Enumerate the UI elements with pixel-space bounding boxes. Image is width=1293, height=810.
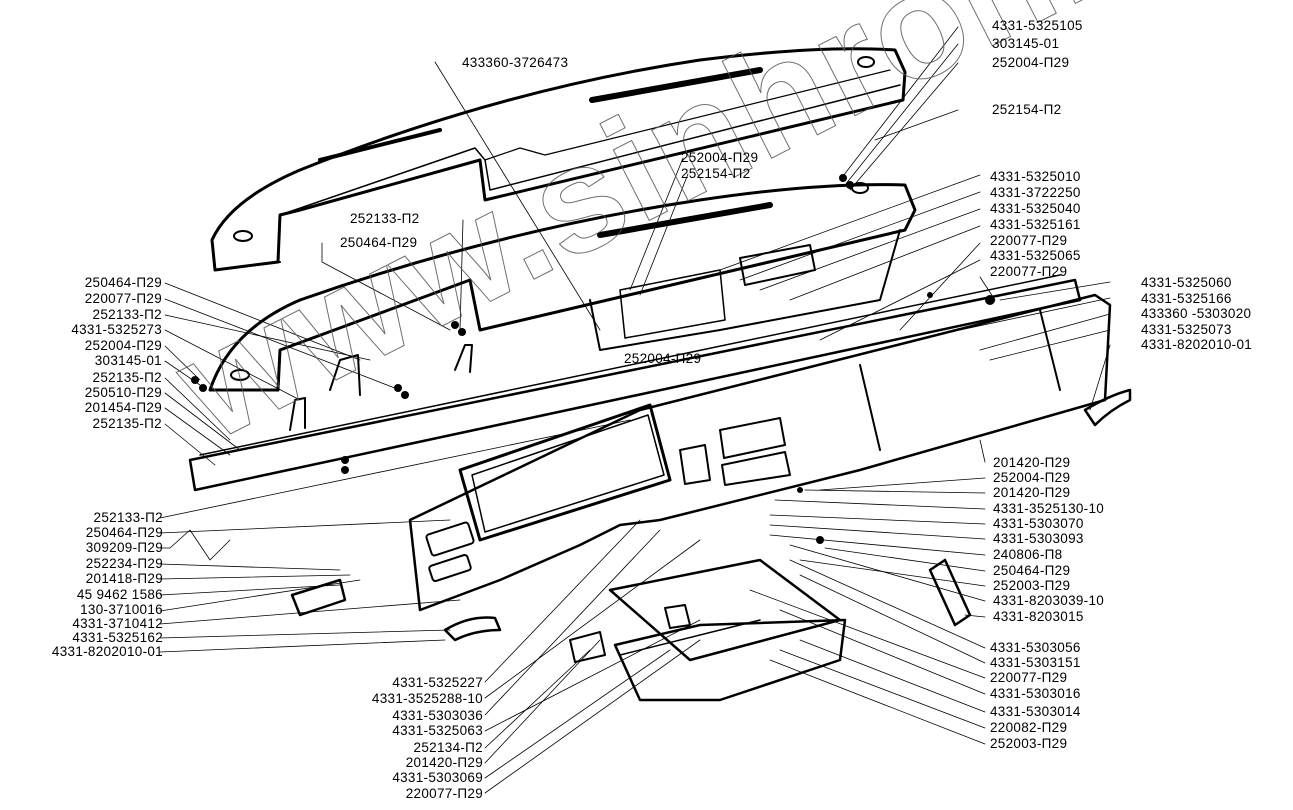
dash-panel-frame xyxy=(208,182,917,392)
part-label: 4331-3525288-10 xyxy=(371,691,483,706)
part-label: 201454-П29 xyxy=(84,400,162,415)
upper-dash-cover xyxy=(210,47,907,272)
fasteners xyxy=(191,174,995,544)
part-label: 250464-П29 xyxy=(340,235,418,250)
part-label: 252135-П2 xyxy=(92,370,162,385)
part-label: 252133-П2 xyxy=(92,307,162,322)
part-label: 4331-8203039-10 xyxy=(993,593,1105,608)
part-label: 4331-5325040 xyxy=(990,201,1081,216)
part-label: 4331-5303014 xyxy=(990,704,1081,719)
part-label: 4331-5325010 xyxy=(990,169,1081,184)
part-label: 4331-5325105 xyxy=(992,18,1083,33)
part-label: 303145-01 xyxy=(992,36,1060,51)
part-label: 201420-П29 xyxy=(993,455,1071,470)
part-label: 4331-5325162 xyxy=(72,630,163,645)
part-label: 4331-5325060 xyxy=(1141,275,1232,290)
part-label: 4331-5325227 xyxy=(392,675,483,690)
part-label: 45 9462 1586 xyxy=(76,587,163,602)
part-label: 252004-П29 xyxy=(84,338,162,353)
part-label: 252004-П29 xyxy=(624,351,702,366)
part-label: 201420-П29 xyxy=(405,755,483,770)
part-label: 4331-5325065 xyxy=(990,248,1081,263)
part-label: 252133-П2 xyxy=(350,211,420,226)
part-label: 4331-5303056 xyxy=(990,640,1081,655)
part-label: 4331-5303016 xyxy=(990,686,1081,701)
part-label: 4331-5303093 xyxy=(993,531,1084,546)
part-label: 4331-8203015 xyxy=(993,609,1084,624)
part-label: 4331-3525130-10 xyxy=(993,501,1105,516)
part-label: 250464-П29 xyxy=(84,275,162,290)
part-label: 250510-П29 xyxy=(84,385,162,400)
part-label: 130-3710016 xyxy=(80,602,163,617)
part-label: 252004-П29 xyxy=(993,470,1071,485)
part-label: 252133-П2 xyxy=(93,510,163,525)
part-label: 4331-5325073 xyxy=(1141,322,1232,337)
part-label: 433360-3726473 xyxy=(462,55,569,70)
grab-handles xyxy=(290,388,1132,663)
part-label: 4331-5303070 xyxy=(993,516,1084,531)
part-label: 252135-П2 xyxy=(92,416,162,431)
part-label: 252003-П29 xyxy=(993,578,1071,593)
part-label: 309209-П29 xyxy=(85,540,163,555)
part-label: 4331-8202010-01 xyxy=(51,644,163,659)
part-label: 220077-П29 xyxy=(990,670,1068,685)
part-label: 250464-П29 xyxy=(85,525,163,540)
part-label: 201420-П29 xyxy=(993,485,1071,500)
part-label: 4331-5325166 xyxy=(1141,291,1232,306)
part-label: 4331-5303069 xyxy=(392,770,483,785)
part-label: 240806-П8 xyxy=(993,547,1063,562)
part-label: 220082-П29 xyxy=(990,720,1068,735)
part-label: 4331-5325063 xyxy=(392,723,483,738)
part-label: 220077-П29 xyxy=(990,233,1068,248)
part-label: 252004-П29 xyxy=(681,150,759,165)
part-label: 252134-П2 xyxy=(413,740,483,755)
part-label: 433360 -5303020 xyxy=(1141,306,1252,321)
part-label: 4331-3722250 xyxy=(990,185,1081,200)
leader-lines xyxy=(159,26,1111,794)
part-label: 4331-5325273 xyxy=(71,322,162,337)
part-label: 4331-5325161 xyxy=(990,217,1081,232)
part-label: 220077-П29 xyxy=(990,264,1068,279)
part-label: 4331-5303151 xyxy=(990,655,1081,670)
part-label: 220077-П29 xyxy=(84,291,162,306)
part-label: 252154-П2 xyxy=(681,166,751,181)
part-label: 252003-П29 xyxy=(990,736,1068,751)
part-label: 250464-П29 xyxy=(993,563,1071,578)
part-label: 252154-П2 xyxy=(992,102,1062,117)
lower-dash-body xyxy=(408,293,1112,612)
part-label: 201418-П29 xyxy=(85,571,163,586)
part-label: 303145-01 xyxy=(94,353,162,368)
part-label: 220077-П29 xyxy=(405,786,483,801)
part-label: 4331-5303036 xyxy=(392,708,483,723)
part-label: 252234-П29 xyxy=(85,556,163,571)
part-label: 4331-3710412 xyxy=(72,616,163,631)
part-label: 252004-П29 xyxy=(992,55,1070,70)
part-label: 4331-8202010-01 xyxy=(1141,337,1253,352)
